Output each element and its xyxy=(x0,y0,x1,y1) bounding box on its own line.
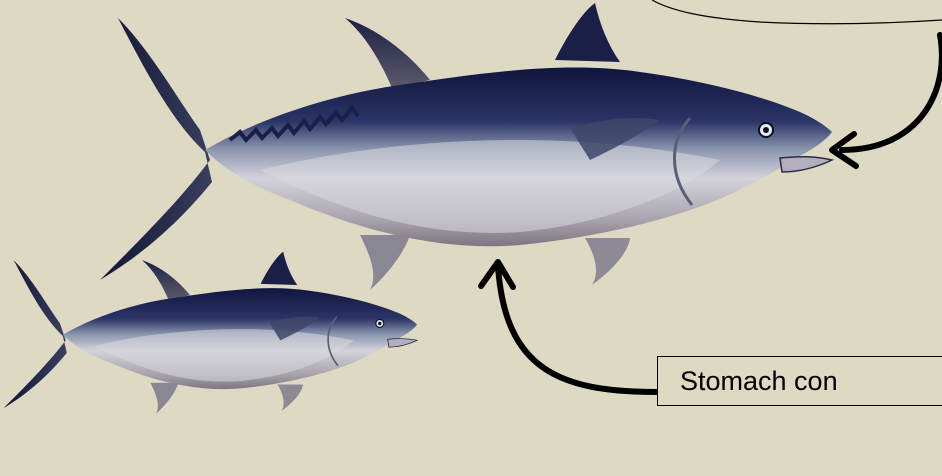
stomach-arrow xyxy=(498,266,657,392)
anal-fin xyxy=(360,235,410,290)
mouth-arrow xyxy=(842,35,942,150)
tuna-fish-small xyxy=(3,252,417,414)
callout-bubble-edge xyxy=(652,0,942,24)
dorsal-fin xyxy=(345,18,430,88)
mouth xyxy=(780,157,832,172)
stomach-label: Stomach con xyxy=(680,366,838,397)
stomach-label-box: Stomach con xyxy=(657,356,942,406)
second-dorsal-fin xyxy=(555,3,620,62)
ventral-fin xyxy=(585,238,630,285)
tail-fin xyxy=(100,18,212,280)
tuna-fish-large xyxy=(100,3,832,290)
